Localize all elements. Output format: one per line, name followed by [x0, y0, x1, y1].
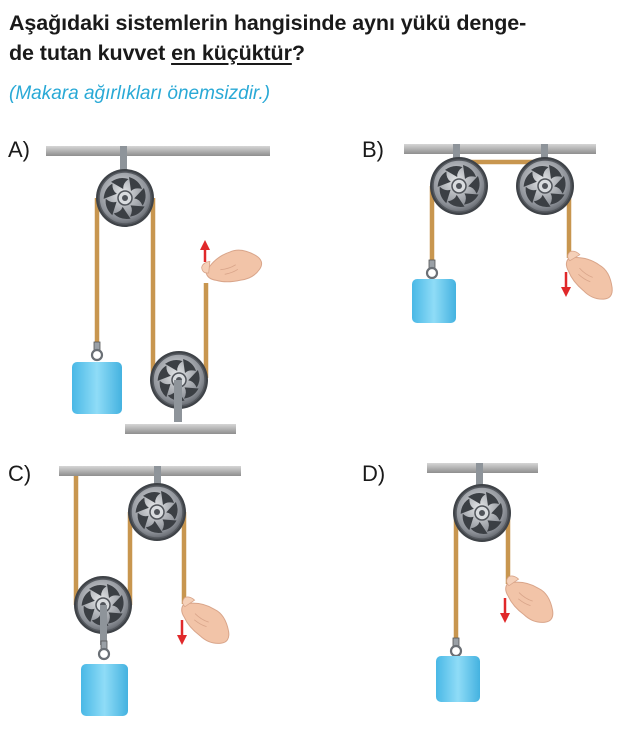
hook: [90, 340, 104, 362]
question-line-2: de tutan kuvvet en küçüktür?: [9, 41, 305, 65]
pulley-mount: [120, 146, 127, 186]
diagram-a: [46, 146, 270, 434]
arrow-head: [177, 635, 187, 645]
arrow-head: [500, 613, 510, 623]
load-block: [81, 664, 128, 716]
question-line-1: Aşağıdaki sistemlerin hangisinde aynı yü…: [9, 11, 527, 35]
option-b-label[interactable]: B): [362, 137, 384, 162]
load-block: [412, 279, 456, 323]
fixed-pulley: [95, 168, 155, 228]
hand: [199, 240, 266, 295]
diagram-c: [59, 466, 241, 716]
option-a-label[interactable]: A): [8, 137, 30, 162]
load-block: [72, 362, 122, 414]
option-c-label[interactable]: C): [8, 461, 32, 486]
diagram-b: [404, 144, 622, 323]
hook: [449, 636, 463, 658]
emphasis-text: en küçüktür: [171, 41, 292, 65]
arrow-head: [200, 240, 210, 250]
arrow-head: [561, 287, 571, 297]
diagram-d: [427, 463, 562, 702]
ceiling-bar: [59, 466, 241, 476]
floor-bar: [125, 424, 236, 434]
ceiling-bar: [46, 146, 270, 156]
hook: [425, 258, 439, 280]
question-note: (Makara ağırlıkları önemsizdir.): [9, 83, 271, 104]
fixed-pulley: [429, 156, 489, 216]
fixed-pulley: [127, 482, 187, 542]
fixed-pulley: [452, 483, 512, 543]
ceiling-bar: [404, 144, 596, 154]
option-d-label[interactable]: D): [362, 461, 386, 486]
load-block: [436, 656, 480, 702]
fixed-pulley: [515, 156, 575, 216]
question-text: Aşağıdaki sistemlerin hangisinde aynı yü…: [9, 8, 619, 68]
pulley-mount: [174, 380, 182, 422]
pulley-mount: [100, 605, 107, 645]
